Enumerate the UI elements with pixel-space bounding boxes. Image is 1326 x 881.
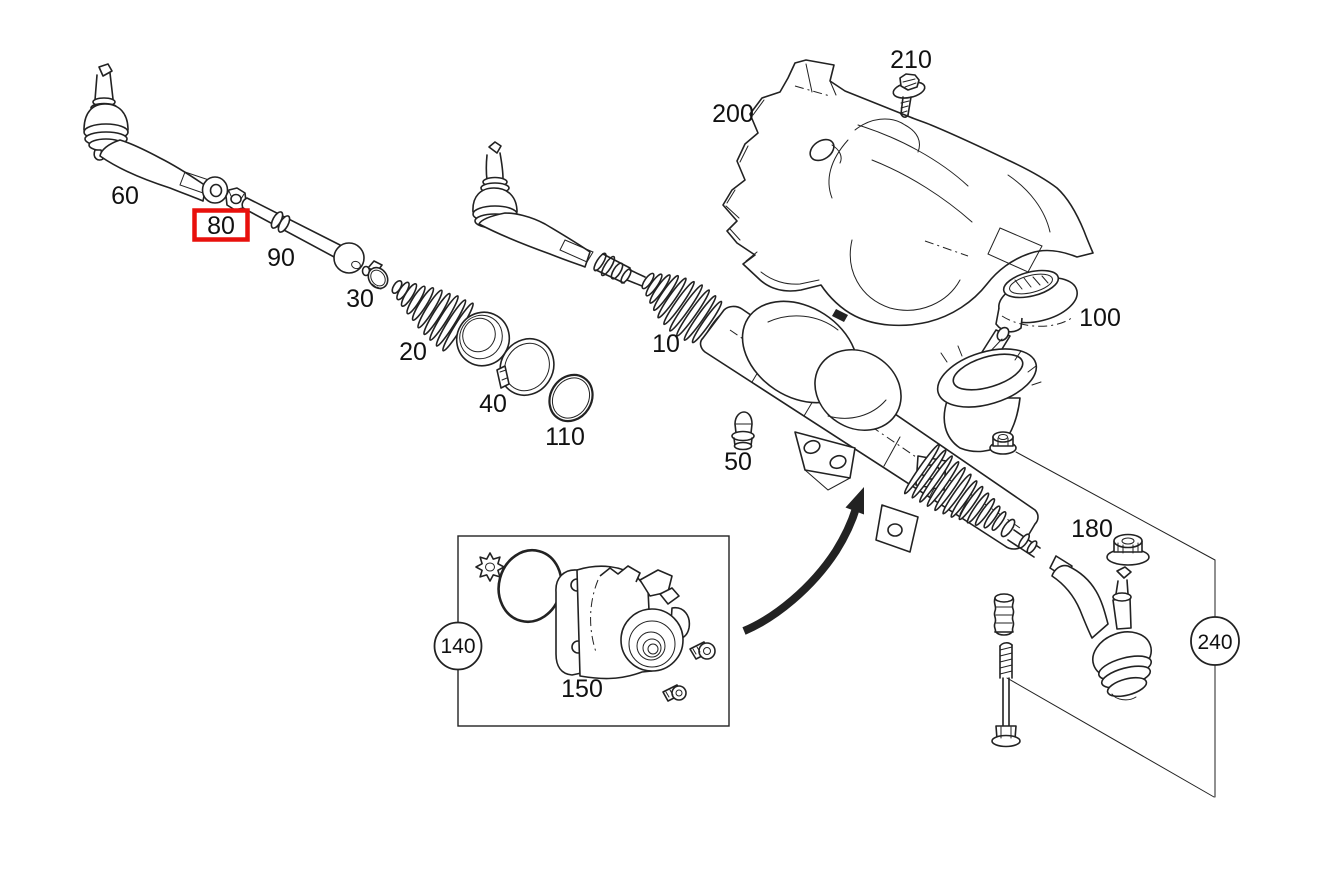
- motor-screw-lower: [662, 684, 687, 702]
- callout-50-label[interactable]: 50: [724, 448, 752, 476]
- electric-motor-part: [555, 565, 691, 680]
- steering-boot-part: [391, 279, 511, 367]
- callout-20-label[interactable]: 20: [399, 338, 427, 366]
- highlight-box-80[interactable]: 80: [192, 208, 250, 242]
- inner-tie-rod-part: [241, 197, 365, 274]
- group-240-boundary-lines: [1006, 451, 1216, 798]
- pinion-gear-part: [475, 552, 505, 582]
- callout-240-label[interactable]: 240: [1197, 631, 1232, 654]
- callout-180-label[interactable]: 180: [1071, 515, 1113, 543]
- small-boot-clamp-part: [361, 260, 389, 290]
- right-rack-bellows: [903, 443, 1007, 531]
- outer-tie-rod-end-part: [83, 63, 229, 204]
- callout-210-label[interactable]: 210: [890, 46, 932, 74]
- plug-part: [731, 411, 755, 451]
- large-boot-clamp-part: [496, 338, 555, 396]
- callout-100-label[interactable]: 100: [1079, 304, 1121, 332]
- callout-240[interactable]: 240: [1190, 616, 1240, 666]
- motor-screw-upper: [689, 641, 716, 660]
- callout-150-label[interactable]: 150: [561, 675, 603, 703]
- retaining-ring-part: [548, 373, 594, 423]
- callout-200-label[interactable]: 200: [712, 100, 754, 128]
- callout-140[interactable]: 140: [433, 621, 483, 671]
- heat-shield-part: [722, 59, 1094, 327]
- callout-40-label[interactable]: 40: [479, 390, 507, 418]
- tie-rod-nut-part: [1106, 533, 1150, 566]
- tie-rod-lock-nut-part: [225, 187, 247, 211]
- callout-30-label[interactable]: 30: [346, 285, 374, 313]
- callout-140-label[interactable]: 140: [440, 635, 475, 658]
- grommet-part: [995, 269, 1078, 333]
- callout-80-label[interactable]: 80: [207, 212, 235, 240]
- detail-reference-arrow: [742, 487, 864, 635]
- flange-nut-part: [989, 431, 1017, 455]
- callout-90-label[interactable]: 90: [267, 244, 295, 272]
- callout-10-label[interactable]: 10: [652, 330, 680, 358]
- dowel-pin-part: [993, 593, 1015, 636]
- steering-gear-assembly-part: [472, 141, 1153, 701]
- callout-110-label[interactable]: 110: [545, 423, 585, 451]
- callout-60-label[interactable]: 60: [111, 182, 139, 210]
- shield-bolt-part: [892, 73, 926, 118]
- long-bolt-part: [991, 642, 1021, 748]
